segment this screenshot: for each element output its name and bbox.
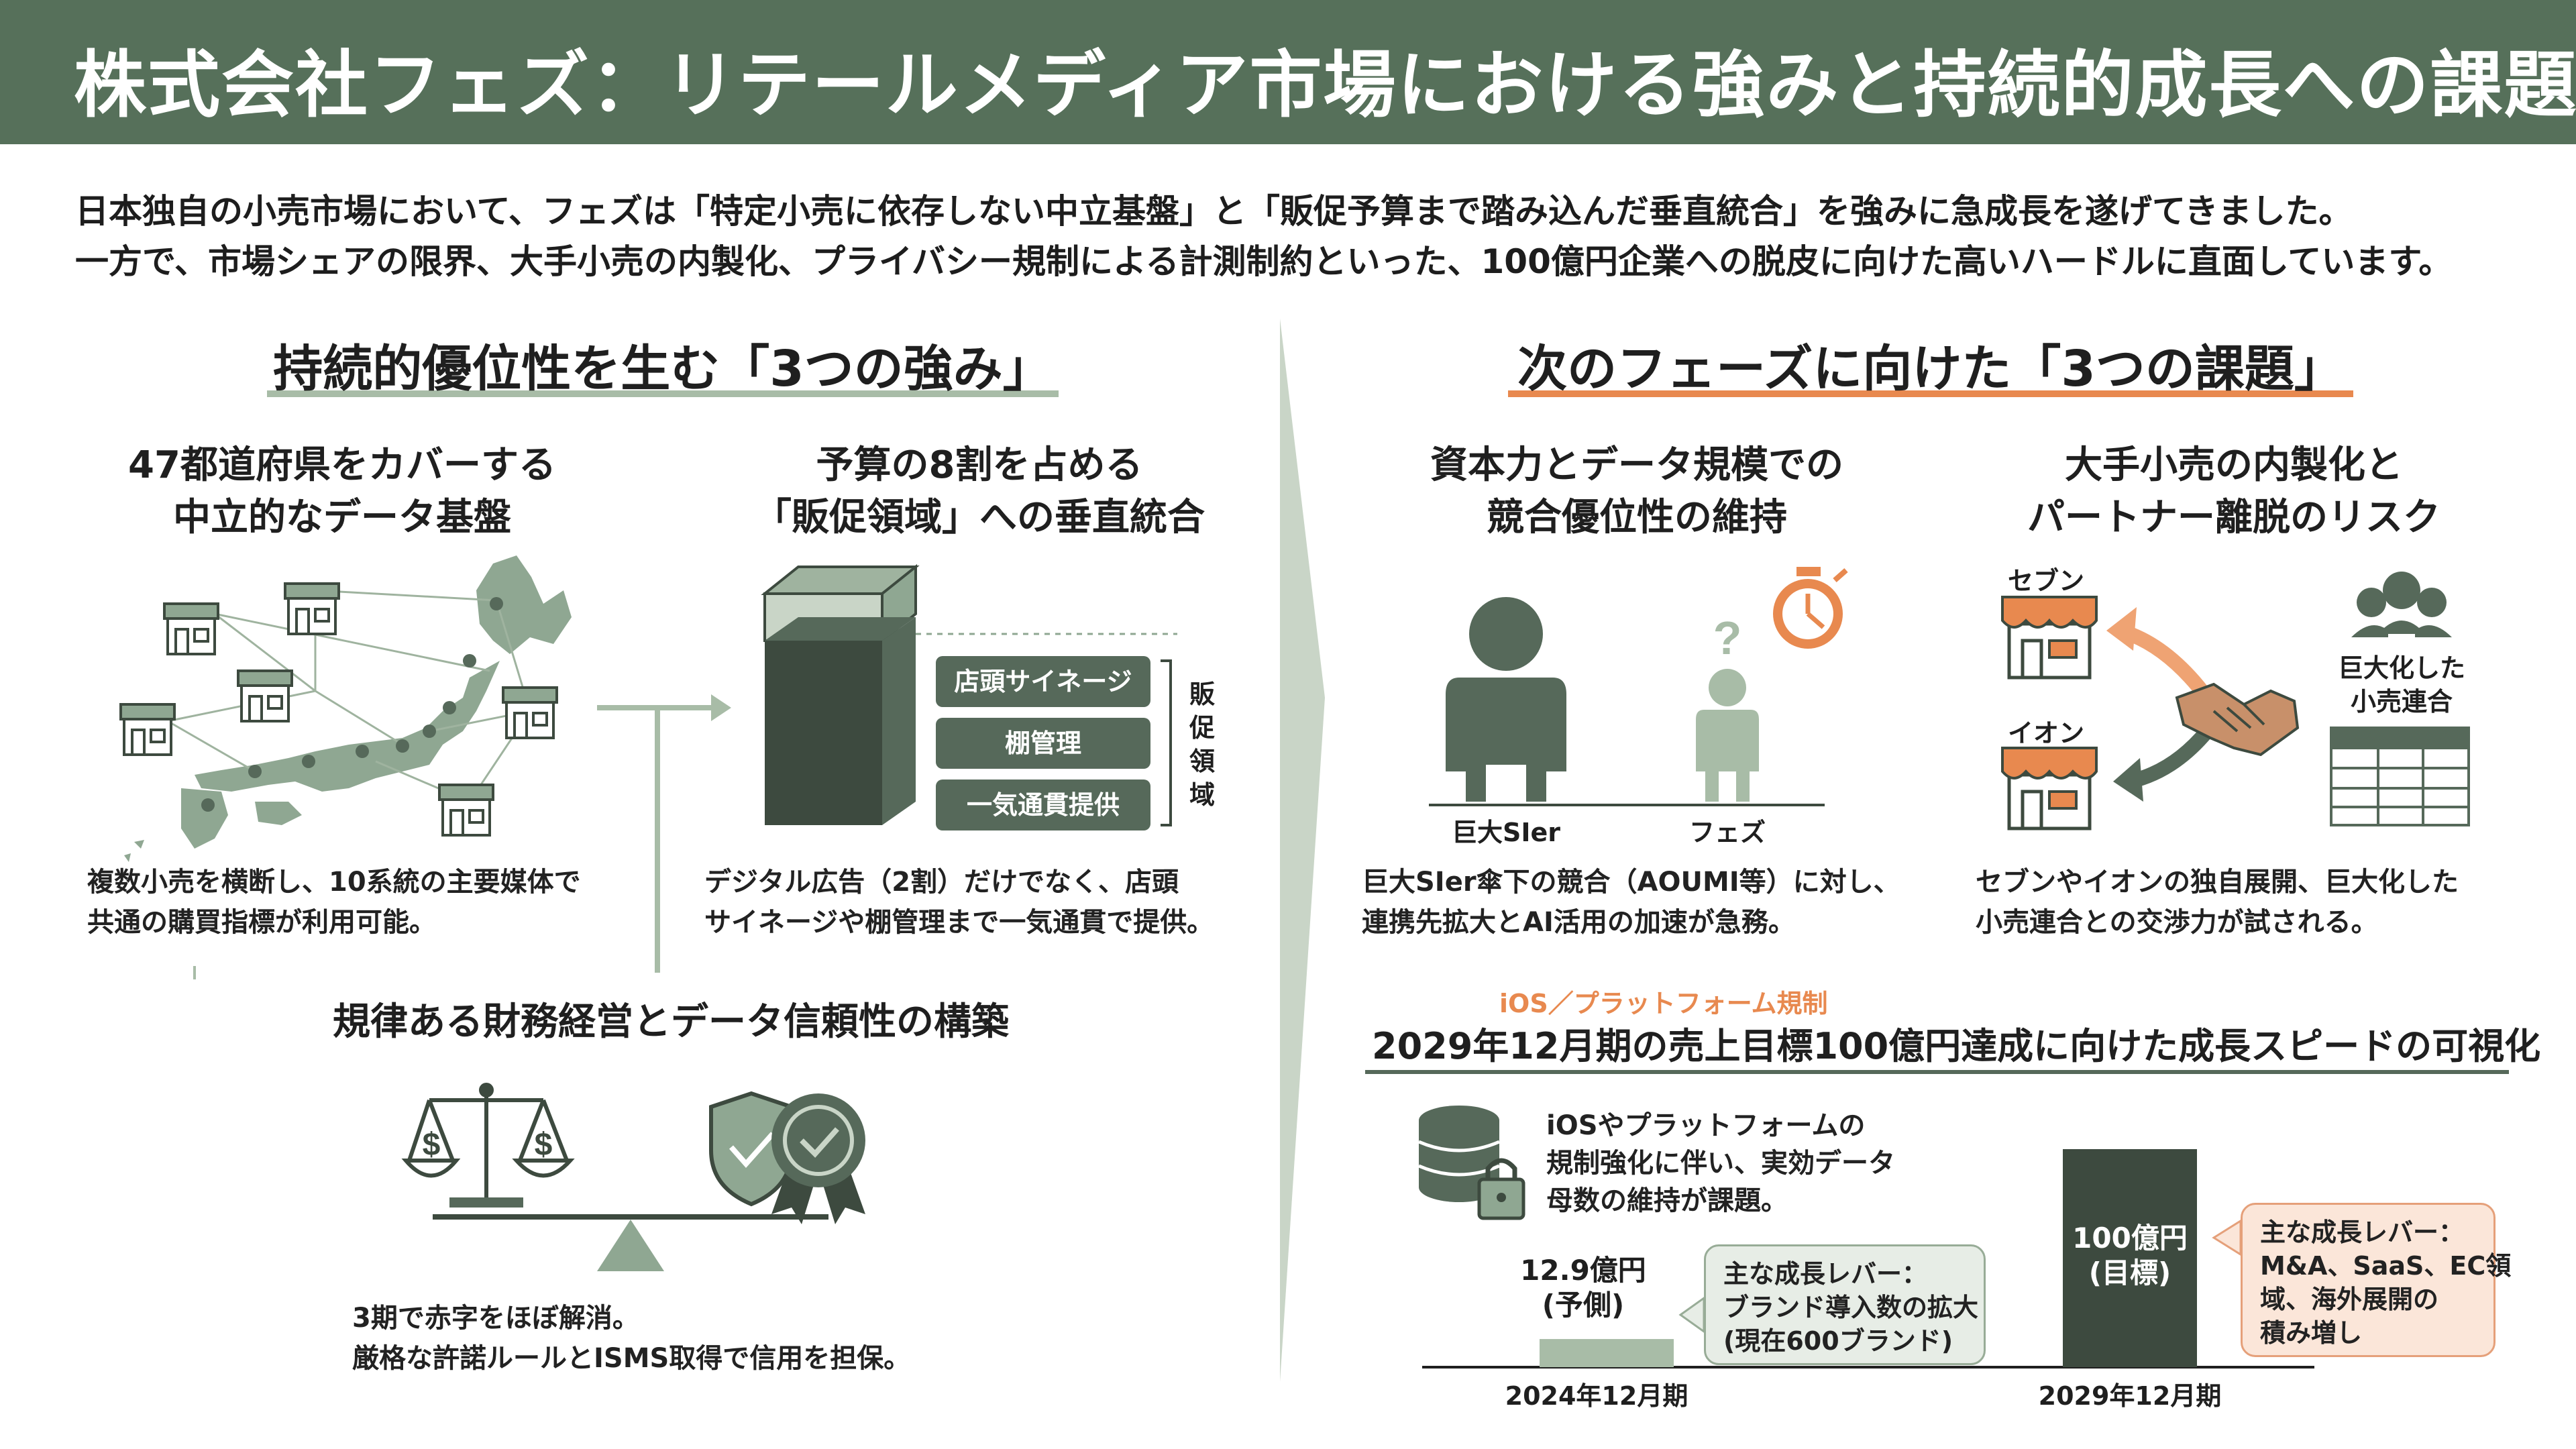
strength1-desc-line1: 複数小売を横断し、10系統の主要媒体で <box>87 867 581 898</box>
db-note-line2: 規制強化に伴い、実効データ <box>1546 1148 1895 1179</box>
growth-lever-callout-2029: 主な成長レバー： M&A、SaaS、EC領 域、海外展開の 積み増し <box>2241 1203 2512 1357</box>
person-small-icon <box>1696 669 1759 802</box>
label-fez: フェズ <box>1688 818 1766 847</box>
stopwatch-icon <box>1773 567 1848 649</box>
connector-arrow <box>193 694 731 979</box>
strength1-desc-line2: 共通の購買指標が利用可能。 <box>87 907 436 938</box>
store-label-aeon: イオン <box>2007 718 2084 748</box>
callout-line: 主な成長レバー： <box>1723 1259 1928 1289</box>
callout-pointer <box>1678 1296 1705 1334</box>
bracket <box>1161 659 1172 826</box>
stack-block-icon <box>761 564 1177 825</box>
pill-shelf: 棚管理 <box>936 718 1150 769</box>
challenge1-title-line1: 資本力とデータ規模での <box>1430 443 1843 487</box>
store-icon <box>2001 747 2098 830</box>
challenge1-desc-line1: 巨大SIer傘下の競合（AOUMI等）に対し、 <box>1362 867 1900 898</box>
challenge2-desc-line1: セブンやイオンの独自展開、巨大化した <box>1976 867 2459 898</box>
intro-line-2: 一方で、市場シェアの限界、大手小売の内製化、プライバシー規制による計測制約といっ… <box>75 242 2453 281</box>
svg-text:$: $ <box>423 1127 441 1163</box>
challenge2-desc-line2: 小売連合との交渉力が試される。 <box>1976 907 2378 938</box>
store-icon <box>2001 596 2098 680</box>
person-large-icon <box>1446 597 1566 802</box>
callout-line: 域、海外展開の <box>2260 1285 2439 1314</box>
chart-bars <box>1540 1149 2197 1367</box>
alliance-label-line2: 小売連合 <box>2350 687 2453 716</box>
japan-map-icon <box>124 555 572 862</box>
balance-beam-icon <box>433 1214 828 1271</box>
strength2-title-line2: 「販促領域」への垂直統合 <box>754 496 1205 539</box>
challenges-title-underline <box>1508 390 2353 397</box>
callout-pointer <box>2212 1219 2242 1256</box>
bar-0 <box>1540 1339 1674 1367</box>
handshake-icon <box>2175 682 2300 757</box>
pill-signage: 店頭サイネージ <box>936 656 1150 707</box>
bar-label-2029-line2: (目標) <box>2088 1256 2171 1289</box>
category-label-2029: 2029年12月期 <box>2038 1381 2222 1411</box>
strength1-title-line1: 47都道府県をカバーする <box>128 443 556 487</box>
svg-text:$: $ <box>535 1127 553 1163</box>
alliance-label-line1: 巨大化した <box>2337 653 2465 683</box>
db-note-line3: 母数の維持が課題。 <box>1546 1185 1788 1216</box>
strength2-desc-line1: デジタル広告（2割）だけでなく、店頭 <box>704 867 1179 898</box>
bar-label-2029-line1: 100億円 <box>2072 1222 2188 1254</box>
db-note-line1: iOSやプラットフォームの <box>1546 1110 1866 1141</box>
callout-line: 主な成長レバー： <box>2260 1218 2465 1247</box>
page-title: 株式会社フェズ：リテールメディア市場における強みと持続的成長への課題 <box>74 44 2576 127</box>
challenges-title: 次のフェーズに向けた「3つの課題」 <box>1517 340 2344 398</box>
strengths-title: 持続的優位性を生む「3つの強み」 <box>273 340 1053 398</box>
callout-line: (現在600ブランド) <box>1723 1326 1953 1356</box>
callout-line: ブランド導入数の拡大 <box>1723 1293 1979 1322</box>
challenge1-title-line2: 競合優位性の維持 <box>1487 496 1787 539</box>
bar-label-2024-line2: (予側) <box>1542 1289 1625 1322</box>
strength1-title-line2: 中立的なデータ基盤 <box>173 496 511 539</box>
database-lock-icon <box>1418 1106 1525 1220</box>
category-label-2024: 2024年12月期 <box>1505 1381 1688 1411</box>
strengths-title-underline <box>267 390 1059 397</box>
group-icon <box>2351 572 2452 637</box>
strength3-desc-line1: 3期で赤字をほぼ解消。 <box>352 1303 639 1334</box>
bracket-label: 販促領域 <box>1189 680 1215 810</box>
center-divider-chevron <box>1280 319 1325 1382</box>
growth-lever-callout-2024: 主な成長レバー： ブランド導入数の拡大 (現在600ブランド) <box>1704 1244 1986 1365</box>
challenge2-title-line1: 大手小売の内製化と <box>2065 443 2403 487</box>
store-icon <box>119 582 558 837</box>
question-icon: ? <box>1713 612 1742 664</box>
intro-line-1: 日本独自の小売市場において、フェズは「特定小売に依存しない中立基盤」と「販促予算… <box>75 192 2353 231</box>
strength2-desc-line2: サイネージや棚管理まで一気通貫で提供。 <box>704 907 1214 938</box>
chart-title: 2029年12月期の売上目標100億円達成に向けた成長スピードの可視化 <box>1372 1025 2541 1067</box>
scale-icon: $ $ <box>401 1083 575 1208</box>
strength3-desc-line2: 厳格な許諾ルールとISMS取得で信用を担保。 <box>352 1343 911 1374</box>
strength3-title: 規律ある財務経営とデータ信頼性の構築 <box>333 1000 1009 1044</box>
store-label-seven: セブン <box>2007 566 2084 596</box>
certificate-badge-icon <box>771 1093 865 1224</box>
callout-line: 積み増し <box>2260 1318 2363 1348</box>
label-big-sier: 巨大SIer <box>1451 818 1561 847</box>
arrow-icon <box>2106 607 2213 802</box>
table-icon <box>2330 727 2470 826</box>
strength2-title-line1: 予算の8割を占める <box>816 443 1143 487</box>
header-bar <box>0 0 2576 144</box>
challenge2-title-line2: パートナー離脱のリスク <box>2027 496 2440 539</box>
bar-label-2024-line1: 12.9億円 <box>1520 1254 1646 1287</box>
chart-tag: iOS／プラットフォーム規制 <box>1499 989 1828 1018</box>
chart-title-underline <box>1365 1070 2509 1074</box>
challenge1-desc-line2: 連携先拡大とAI活用の加速が急務。 <box>1362 907 1795 938</box>
callout-line: M&A、SaaS、EC領 <box>2260 1251 2512 1281</box>
pill-end-to-end: 一気通貫提供 <box>936 780 1150 830</box>
bar-1 <box>2063 1149 2197 1367</box>
